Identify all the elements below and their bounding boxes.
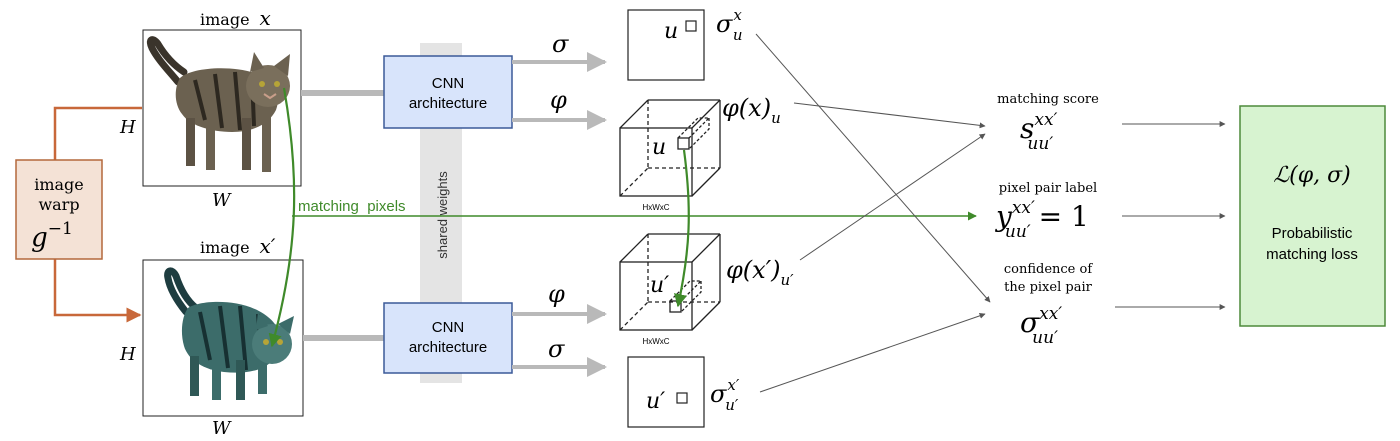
cube-top-dims: HxWxC — [642, 203, 669, 212]
image-bottom-h-label: H — [119, 344, 136, 365]
feature-cube-bottom — [619, 233, 721, 331]
warp-arrow-bottom — [53, 259, 142, 323]
phi-bottom-symbol: φ — [548, 280, 565, 308]
sigma-bottom-box — [627, 356, 705, 428]
sigma-top-pixel — [685, 20, 697, 32]
sigma-bottom-symbol: σ — [548, 335, 565, 363]
warp-math: g−1 — [31, 219, 73, 253]
pixel-pair-caption: pixel pair label — [999, 181, 1097, 196]
loss-line1: Probabilistic — [1272, 225, 1353, 242]
image-top-h-label: H — [119, 117, 136, 138]
cube-bottom-label: φ(x′)u′ — [726, 256, 794, 289]
loss-line2: matching loss — [1266, 246, 1358, 263]
shared-weights-label: shared weights — [435, 171, 450, 259]
cnn-bottom-box — [383, 302, 513, 374]
cube-top-u: u — [652, 135, 666, 160]
cnn-top-line1: CNN — [432, 75, 465, 92]
sigma-top-box — [627, 9, 705, 81]
sigma-bottom-u: u′ — [646, 389, 665, 414]
line-phi-bottom-to-score — [799, 133, 986, 261]
image-warp-box — [15, 159, 103, 260]
line-phi-top-to-score — [793, 102, 986, 129]
confidence-caption-1: confidence of — [1004, 262, 1093, 277]
cnn-bottom-line1: CNN — [432, 319, 465, 336]
warp-line2: warp — [38, 195, 79, 214]
loss-box — [1239, 105, 1386, 327]
cnn-bottom-line2: architecture — [409, 339, 487, 356]
loss-formula: ℒ(φ, σ) — [1273, 163, 1350, 188]
cnn-top-line2: architecture — [409, 95, 487, 112]
cat-image-top — [146, 36, 290, 172]
cat-image-bottom — [164, 267, 294, 400]
line-sigma-top-to-confidence — [755, 33, 991, 303]
matching-score-caption: matching score — [997, 92, 1099, 107]
image-bottom-w-label: W — [212, 418, 232, 439]
matching-arrow-cubes — [674, 149, 690, 308]
feature-cube-top — [619, 99, 721, 197]
matching-score-math: sxx′uu′ — [1020, 110, 1058, 154]
sigma-bottom-label: σx′u′ — [710, 376, 740, 414]
cube-bottom-u: u′ — [650, 273, 669, 298]
phi-top-symbol: φ — [550, 86, 567, 114]
sigma-bottom-pixel — [676, 392, 688, 404]
cube-top-label: φ(x)u — [722, 94, 781, 127]
warp-line1: image — [34, 175, 84, 194]
sigma-top-symbol: σ — [552, 30, 569, 58]
confidence-caption-2: the pixel pair — [1004, 280, 1092, 295]
cnn-top-box — [383, 55, 513, 129]
confidence-math: σxx′uu′ — [1020, 304, 1062, 348]
sigma-top-u: u — [664, 19, 678, 44]
cube-bottom-dims: HxWxC — [642, 337, 669, 346]
image-top-w-label: W — [212, 190, 232, 211]
matching-pixels-label: matching pixels — [298, 198, 406, 215]
pixel-pair-math: yxx′uu′= 1 — [994, 198, 1089, 242]
warp-connector-top — [53, 106, 142, 160]
line-sigma-bottom-to-confidence — [759, 312, 986, 393]
